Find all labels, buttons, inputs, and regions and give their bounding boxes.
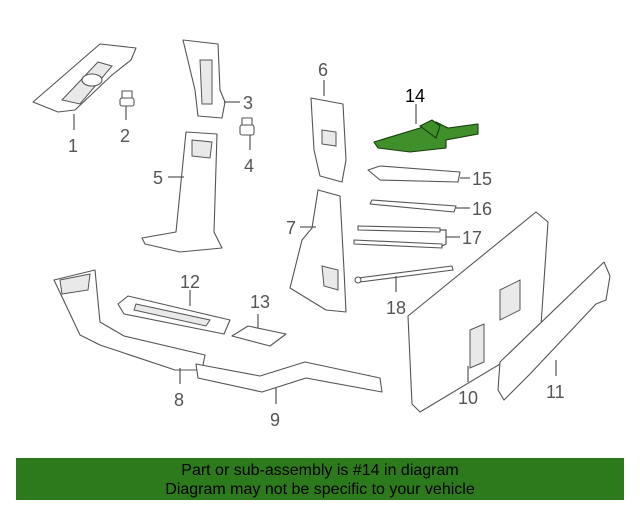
part-17-extension-rods[interactable] <box>353 225 443 249</box>
callout-2: 2 <box>120 126 130 146</box>
callout-16: 16 <box>472 199 492 219</box>
part-18-lug-wrench[interactable] <box>354 265 454 284</box>
part-1-a-pillar-trim[interactable] <box>32 43 137 113</box>
part-11-rear-trim[interactable] <box>497 261 611 401</box>
part-7-c-pillar-lower[interactable] <box>289 189 347 313</box>
part-5-b-pillar-lower[interactable] <box>141 131 223 253</box>
callout-9: 9 <box>270 410 280 430</box>
callout-11: 11 <box>546 382 565 402</box>
parts-diagram: 1 2 3 4 5 6 7 8 <box>32 39 611 430</box>
part-8-front-sill[interactable] <box>53 269 206 371</box>
banner-line-2: Diagram may not be specific to your vehi… <box>165 481 475 498</box>
callout-8: 8 <box>174 390 184 410</box>
banner-line-1: Part or sub-assembly is #14 in diagram <box>181 462 459 479</box>
part-15-jack-tray[interactable] <box>367 165 461 183</box>
callout-18: 18 <box>386 298 406 318</box>
part-3-b-pillar-upper[interactable] <box>182 39 226 119</box>
callout-7: 7 <box>286 218 296 238</box>
callout-14: 14 <box>405 86 425 106</box>
part-13-cover[interactable] <box>231 325 287 347</box>
callout-4: 4 <box>244 156 254 176</box>
part-4-bolt[interactable] <box>239 117 255 136</box>
part-12-scuff-plate[interactable] <box>117 295 231 335</box>
callout-5: 5 <box>153 168 163 188</box>
callout-10: 10 <box>458 388 478 408</box>
callout-3: 3 <box>243 93 253 113</box>
callout-13: 13 <box>250 292 270 312</box>
callout-6: 6 <box>318 60 328 80</box>
part-2-bolt[interactable] <box>119 90 135 107</box>
info-banner: Part or sub-assembly is #14 in diagram D… <box>16 458 624 500</box>
part-14-jack-highlighted[interactable] <box>373 119 479 153</box>
callout-17: 17 <box>462 228 482 248</box>
part-9-rear-sill[interactable] <box>195 361 383 393</box>
part-6-c-pillar-upper[interactable] <box>310 97 347 183</box>
part-16-handle[interactable] <box>369 199 457 213</box>
callout-12: 12 <box>180 272 200 292</box>
callout-15: 15 <box>472 169 492 189</box>
callout-1: 1 <box>68 136 78 156</box>
